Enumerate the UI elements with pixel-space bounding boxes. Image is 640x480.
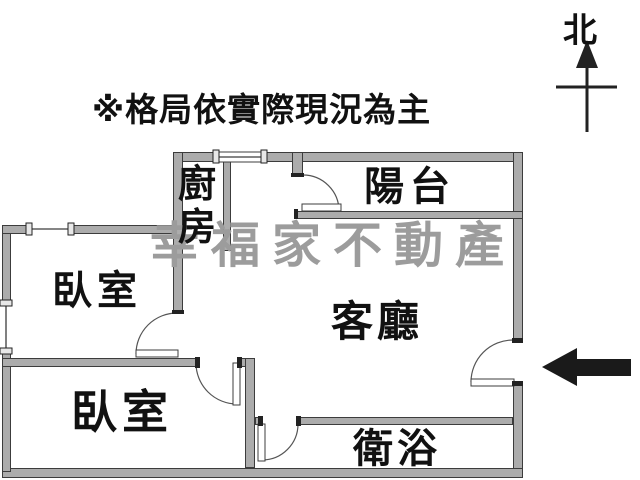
north-label: 北 [563,12,597,50]
entrance-door [470,338,523,387]
kitchen-label: 廚房 [178,164,217,249]
north-arrow-icon [556,40,617,132]
watermark-text: 幸福家不動產 [150,219,517,273]
bedroom1-label: 臥室 [52,269,142,313]
bedroom2-label: 臥室 [71,386,173,438]
wall-bottom [2,468,523,478]
window-bedroom1-top [25,222,75,236]
disclaimer-text: ※格局依實際現況為主 [92,91,432,128]
bedroom1-door [135,310,184,358]
entrance-arrow-icon [542,348,631,386]
bathroom-label: 衛浴 [353,427,441,471]
balcony-label: 陽台 [364,165,456,209]
window-kitchen-top [212,149,268,164]
balcony-door [291,173,342,219]
window-bedroom1-left [0,299,13,355]
wall-bedroom2-right [245,358,255,468]
bedroom2-door [195,357,242,406]
bathroom-door [257,416,301,462]
living-room-label: 客廳 [331,298,424,345]
